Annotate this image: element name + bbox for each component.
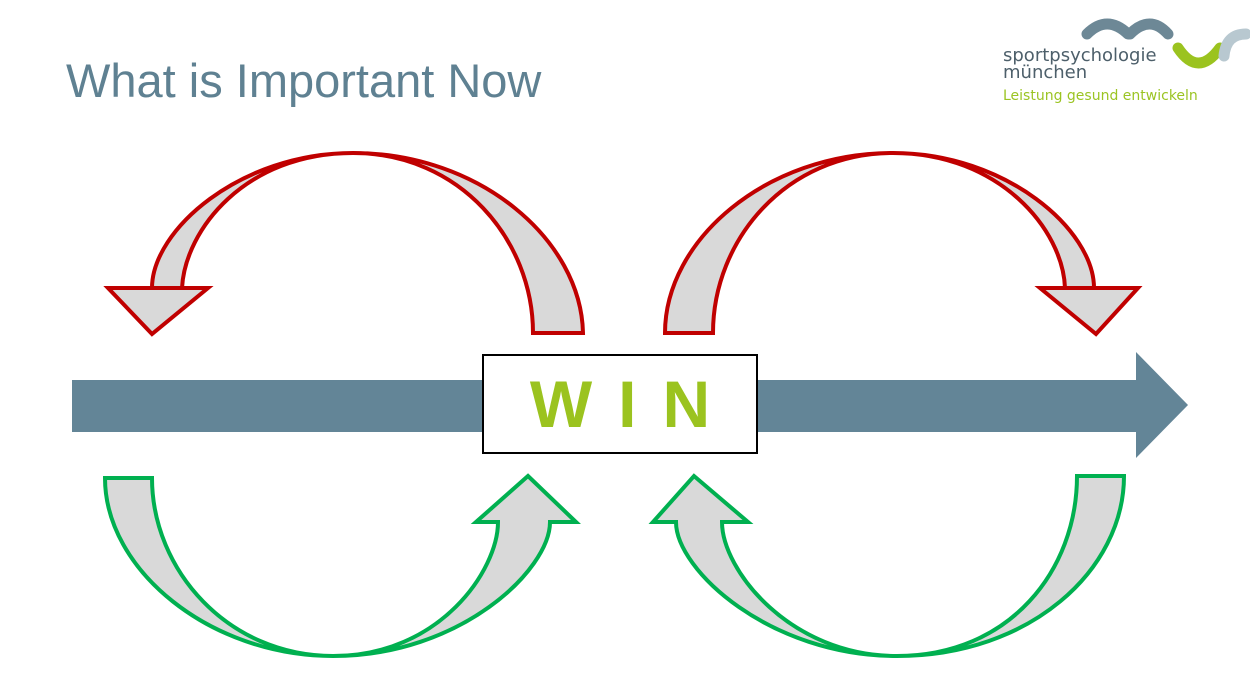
win-label: WIN xyxy=(529,367,737,441)
company-logo: sportpsychologie münchen Leistung gesund… xyxy=(1000,12,1250,108)
win-box: WIN xyxy=(482,354,758,454)
curved-arrow-up-left-icon xyxy=(102,473,581,659)
logo-name-line1: sportpsychologie xyxy=(1003,45,1157,66)
curved-arrow-down-left-icon xyxy=(103,150,586,337)
logo-arcs-icon xyxy=(1081,18,1250,69)
curved-arrow-up-right-icon xyxy=(648,473,1127,659)
logo-name-line2: münchen xyxy=(1003,62,1088,83)
page-title: What is Important Now xyxy=(66,54,542,107)
logo-tagline: Leistung gesund entwickeln xyxy=(1003,88,1198,104)
curved-arrow-down-right-icon xyxy=(662,150,1143,337)
